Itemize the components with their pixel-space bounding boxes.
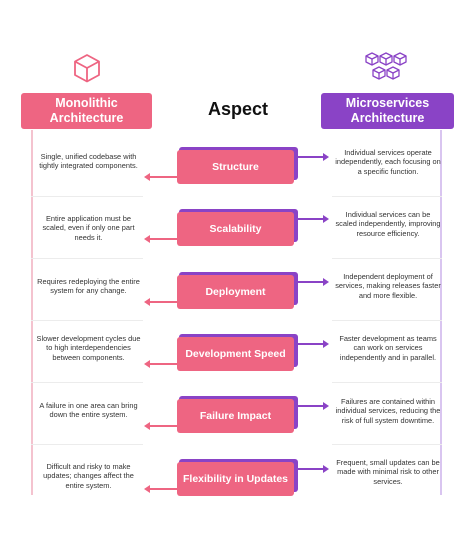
aspect-structure-label: Structure (177, 150, 294, 184)
arrow-right-icon (295, 340, 329, 348)
row-divider (332, 196, 442, 197)
monolithic-structure-text: Single, unified codebase with tightly in… (39, 152, 138, 171)
row-divider (332, 444, 442, 445)
microservices-column-rail (440, 130, 442, 495)
microservices-deployment-text: Independent deployment of services, maki… (335, 272, 441, 300)
arrow-right-icon (295, 465, 329, 473)
aspect-scalability: Scalability (177, 209, 298, 246)
arrow-right-icon (295, 153, 329, 161)
row-divider (332, 382, 442, 383)
row-divider (31, 382, 143, 383)
microservices-structure-text: Individual services operate independentl… (335, 148, 441, 176)
monolithic-column-rail (31, 130, 33, 495)
aspect-development-speed: Development Speed (177, 334, 298, 371)
aspect-development-speed-label: Development Speed (177, 337, 294, 371)
microservices-flexibility-text: Frequent, small updates can be made with… (336, 458, 440, 486)
cube-icon (73, 53, 101, 83)
microservices-failure-impact-text: Failures are contained within individual… (335, 397, 441, 425)
arrow-left-icon (144, 360, 179, 368)
aspect-deployment-label: Deployment (177, 275, 294, 309)
aspect-scalability-label: Scalability (177, 212, 294, 246)
arrow-left-icon (144, 422, 179, 430)
arrow-right-icon (295, 402, 329, 410)
arrow-left-icon (144, 235, 179, 243)
arrow-left-icon (144, 173, 179, 181)
microservices-header: Microservices Architecture (321, 93, 454, 129)
arrow-left-icon (144, 485, 179, 493)
aspect-failure-impact-label: Failure Impact (177, 399, 294, 433)
aspect-failure-impact: Failure Impact (177, 396, 298, 433)
arrow-right-icon (295, 215, 329, 223)
aspect-flexibility-in-updates: Flexibility in Updates (177, 459, 298, 496)
aspect-title: Aspect (207, 99, 269, 119)
microservices-development-speed-text: Faster development as teams can work on … (339, 334, 437, 362)
aspect-structure: Structure (177, 147, 298, 184)
monolithic-failure-impact-text: A failure in one area can bring down the… (39, 401, 138, 420)
row-divider (31, 258, 143, 259)
row-divider (31, 320, 143, 321)
monolithic-flexibility-text: Difficult and risky to make updates; cha… (43, 462, 134, 490)
aspect-flexibility-in-updates-label: Flexibility in Updates (177, 462, 294, 496)
row-divider (31, 196, 143, 197)
row-divider (31, 444, 143, 445)
cube-cluster-icon (364, 51, 408, 83)
microservices-scalability-text: Individual services can be scaled indepe… (335, 210, 441, 238)
monolithic-deployment-text: Requires redeploying the entire system f… (37, 277, 140, 296)
arrow-right-icon (295, 278, 329, 286)
monolithic-scalability-text: Entire application must be scaled, even … (42, 214, 135, 242)
row-divider (332, 320, 442, 321)
arrow-left-icon (144, 298, 179, 306)
monolithic-header: Monolithic Architecture (21, 93, 152, 129)
aspect-deployment: Deployment (177, 272, 298, 309)
row-divider (332, 258, 442, 259)
monolithic-development-speed-text: Slower development cycles due to high in… (36, 334, 141, 362)
